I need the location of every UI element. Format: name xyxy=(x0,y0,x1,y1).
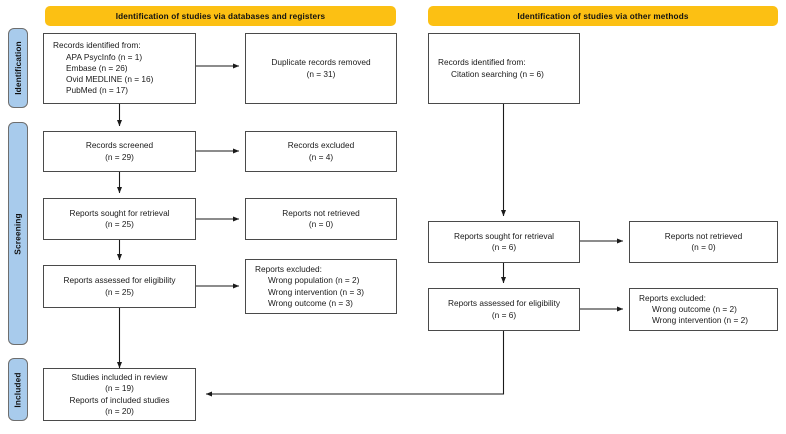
records-screened-title: Records screened xyxy=(85,140,154,151)
reports-included-label: Reports of included studies xyxy=(69,394,170,405)
reports-sought-count: (n = 25) xyxy=(105,219,134,229)
stage-tab-screening[interactable]: Screening xyxy=(8,122,28,345)
box-records-screened: Records screened (n = 29) xyxy=(43,131,196,172)
duplicates-removed-count: (n = 31) xyxy=(306,68,336,79)
box-reports-not-retrieved-other: Reports not retrieved (n = 0) xyxy=(629,221,778,263)
studies-included-label: Studies included in review xyxy=(71,372,168,383)
reports-sought-title: Reports sought for retrieval xyxy=(69,207,170,218)
box-reports-assessed-other: Reports assessed for eligibility (n = 6) xyxy=(428,288,580,331)
stage-tab-identification-label: Identification xyxy=(13,41,24,95)
source-apa-psycinfo: APA PsycInfo (n = 1) xyxy=(66,51,143,62)
other-records-identified-title: Records identified from: xyxy=(438,57,526,68)
other-reports-not-retrieved-count: (n = 0) xyxy=(691,242,716,252)
reports-included-count: (n = 20) xyxy=(105,405,134,416)
box-records-identified-databases: Records identified from: APA PsycInfo (n… xyxy=(43,33,196,104)
studies-included-count: (n = 19) xyxy=(105,383,134,394)
header-databases-registers: Identification of studies via databases … xyxy=(45,6,396,26)
box-reports-excluded-databases: Reports excluded: Wrong population (n = … xyxy=(245,259,397,314)
reports-not-retrieved-title: Reports not retrieved xyxy=(282,207,360,218)
box-reports-not-retrieved-databases: Reports not retrieved (n = 0) xyxy=(245,198,397,240)
box-reports-assessed-databases: Reports assessed for eligibility (n = 25… xyxy=(43,265,196,308)
stage-tab-included-label: Included xyxy=(13,371,24,408)
records-identified-title: Records identified from: xyxy=(53,40,141,51)
records-excluded-title: Records excluded xyxy=(287,140,355,151)
stage-tab-identification[interactable]: Identification xyxy=(8,28,28,108)
box-records-excluded: Records excluded (n = 4) xyxy=(245,131,397,172)
header-other-methods: Identification of studies via other meth… xyxy=(428,6,778,26)
other-reports-sought-count: (n = 6) xyxy=(491,242,517,252)
other-reports-excluded-title: Reports excluded: xyxy=(639,292,706,303)
stage-tab-included[interactable]: Included xyxy=(8,358,28,421)
duplicates-removed-title: Duplicate records removed xyxy=(271,57,371,68)
source-citation-searching: Citation searching (n = 6) xyxy=(451,68,544,79)
reports-not-retrieved-count: (n = 0) xyxy=(308,219,334,229)
records-screened-count: (n = 29) xyxy=(105,151,134,162)
records-excluded-count: (n = 4) xyxy=(308,151,334,162)
box-duplicate-records-removed: Duplicate records removed (n = 31) xyxy=(245,33,397,104)
reason-wrong-population: Wrong population (n = 2) xyxy=(268,275,360,286)
arrow-other-assessed-to-included xyxy=(205,331,505,397)
reports-assessed-title: Reports assessed for eligibility xyxy=(63,275,176,286)
other-reports-sought-title: Reports sought for retrieval xyxy=(453,230,555,241)
reports-assessed-count: (n = 25) xyxy=(105,286,134,297)
other-reason-wrong-outcome: Wrong outcome (n = 2) xyxy=(652,303,737,314)
reports-excluded-title: Reports excluded: xyxy=(255,264,322,275)
box-studies-included: Studies included in review (n = 19) Repo… xyxy=(43,368,196,421)
header-other-methods-label: Identification of studies via other meth… xyxy=(517,11,689,21)
other-reports-assessed-count: (n = 6) xyxy=(491,309,517,320)
source-embase: Embase (n = 26) xyxy=(66,62,128,73)
header-databases-registers-label: Identification of studies via databases … xyxy=(115,11,326,21)
other-reason-wrong-intervention: Wrong intervention (n = 2) xyxy=(652,315,749,326)
box-reports-excluded-other: Reports excluded: Wrong outcome (n = 2) … xyxy=(629,288,778,331)
source-pubmed: PubMed (n = 17) xyxy=(66,85,129,96)
other-reports-not-retrieved-title: Reports not retrieved xyxy=(664,230,743,241)
box-reports-sought-databases: Reports sought for retrieval (n = 25) xyxy=(43,198,196,240)
other-reports-assessed-title: Reports assessed for eligibility xyxy=(447,298,561,309)
source-ovid-medline: Ovid MEDLINE (n = 16) xyxy=(66,74,154,85)
reason-wrong-outcome: Wrong outcome (n = 3) xyxy=(268,297,353,308)
box-reports-sought-other: Reports sought for retrieval (n = 6) xyxy=(428,221,580,263)
box-records-identified-other: Records identified from: Citation search… xyxy=(428,33,580,104)
reason-wrong-intervention: Wrong intervention (n = 3) xyxy=(268,286,365,297)
stage-tab-screening-label: Screening xyxy=(13,212,23,255)
